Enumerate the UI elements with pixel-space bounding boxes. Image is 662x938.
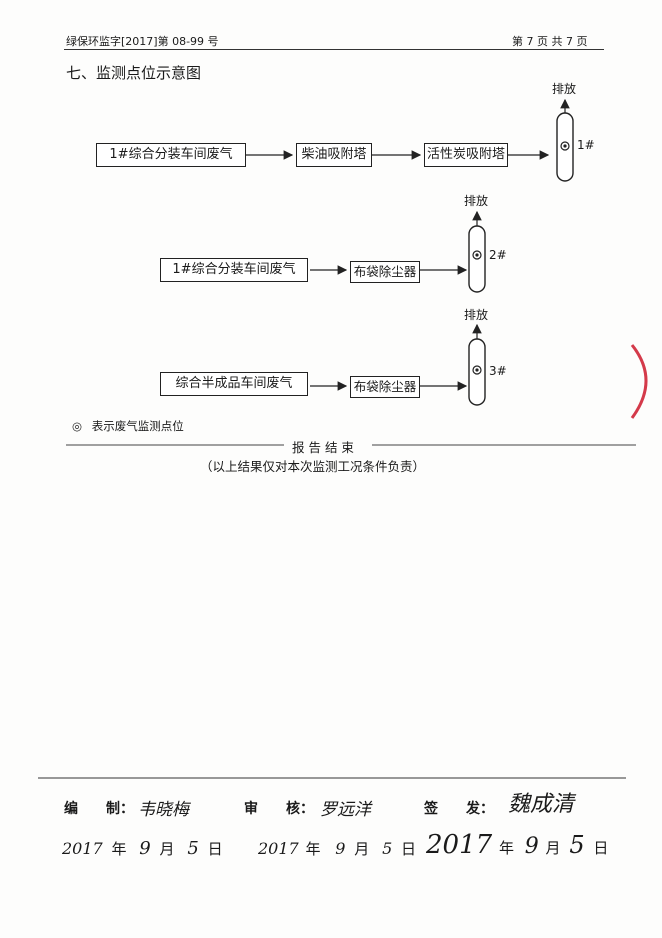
date-compile: 2017 年 9 月 5 日 [62, 838, 223, 859]
flow3-source-box: 综合半成品车间废气 [160, 372, 308, 396]
document-number: 绿保环监字[2017]第 08-99 号 [66, 35, 219, 48]
red-seal-edge [630, 344, 648, 419]
date-issue-month-label: 月 [545, 839, 561, 857]
section-title: 七、监测点位示意图 [66, 64, 202, 82]
flow1-point-label: 1# [577, 138, 595, 152]
end-of-report-marker: 报 告 结 束 [292, 440, 354, 455]
flow1-source-box: 1#综合分装车间废气 [96, 143, 246, 167]
date-compile-month-label: 月 [159, 840, 175, 858]
flow3-outlet-label: 排放 [464, 308, 489, 322]
date-compile-year: 2017 [62, 839, 103, 858]
monitor-point-2-icon [472, 250, 482, 260]
flow1-outlet-label: 排放 [552, 82, 577, 96]
date-issue-year-label: 年 [498, 839, 514, 857]
flow2-outlet-label: 排放 [464, 194, 489, 208]
compile-label: 编 制： [64, 801, 134, 817]
date-issue-day-label: 日 [593, 839, 609, 857]
date-review-year-label: 年 [305, 840, 321, 858]
legend-text: 表示废气监测点位 [91, 419, 184, 433]
date-review-month-label: 月 [354, 840, 370, 858]
date-compile-day-label: 日 [207, 840, 223, 858]
header-rule [64, 49, 604, 50]
date-issue: 2017 年 9 月 5 日 [426, 830, 608, 860]
monitor-point-1-icon [560, 141, 570, 151]
compile-signature: 韦晓梅 [138, 800, 189, 820]
page-info: 第 7 页 共 7 页 [512, 35, 588, 48]
flow3-step1-box: 布袋除尘器 [350, 376, 420, 398]
issue-signature: 魏成清 [508, 792, 575, 817]
legend: ◎ 表示废气监测点位 [72, 418, 184, 434]
date-review: 2017 年 9 月 5 日 [258, 838, 416, 859]
flow1-step2-box: 活性炭吸附塔 [424, 143, 508, 167]
issue-label: 签 发： [424, 801, 494, 817]
review-label: 审 核： [244, 801, 314, 817]
review-signature: 罗远洋 [320, 800, 371, 820]
date-compile-year-label: 年 [111, 840, 127, 858]
flow1-step1-box: 柴油吸附塔 [296, 143, 372, 167]
monitor-point-legend-icon: ◎ [72, 419, 83, 433]
flow2-source-box: 1#综合分装车间废气 [160, 258, 308, 282]
flow2-point-label: 2# [489, 248, 507, 262]
date-compile-month: 9 [139, 838, 151, 859]
flow2-step1-box: 布袋除尘器 [350, 261, 420, 283]
end-of-report-note: （以上结果仅对本次监测工况条件负责） [200, 459, 426, 474]
flow3-point-label: 3# [489, 364, 507, 378]
date-review-year: 2017 [258, 839, 299, 858]
date-compile-day: 5 [187, 838, 199, 859]
stack-3 [468, 338, 486, 406]
date-review-day: 5 [382, 839, 393, 858]
date-issue-day: 5 [569, 831, 585, 859]
date-issue-month: 9 [524, 834, 539, 859]
date-review-month: 9 [335, 839, 346, 858]
date-issue-year: 2017 [426, 830, 493, 860]
date-review-day-label: 日 [401, 840, 417, 858]
monitor-point-3-icon [472, 365, 482, 375]
